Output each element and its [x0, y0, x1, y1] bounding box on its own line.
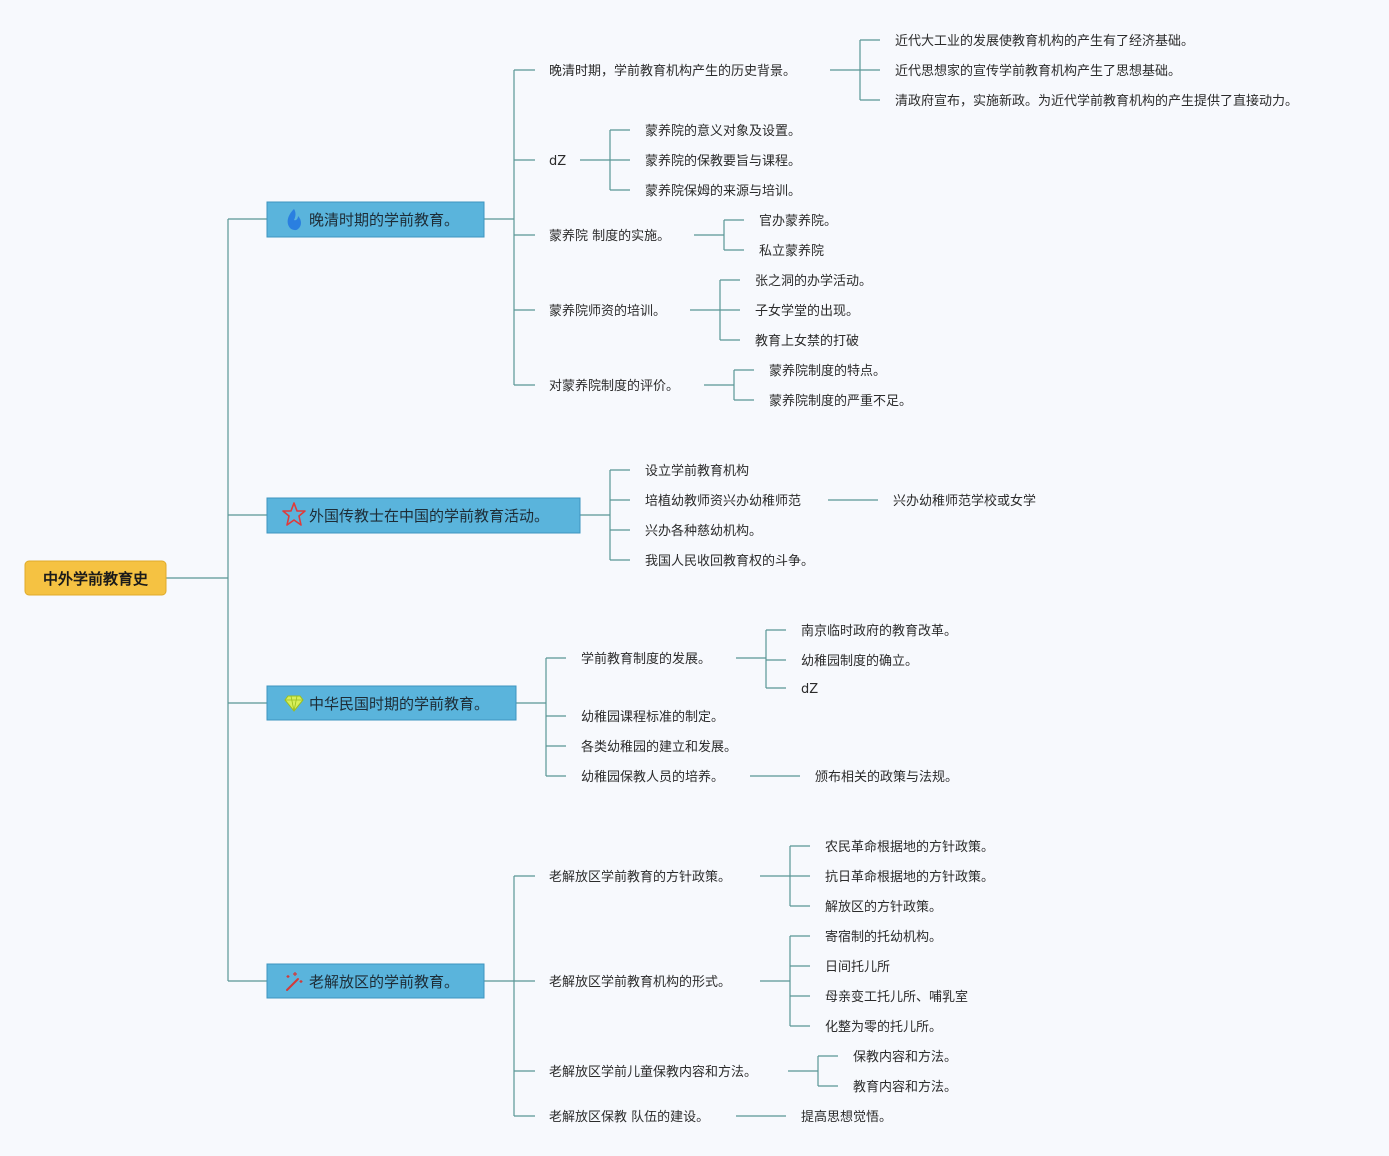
leaf-label[interactable]: 蒙养院保姆的来源与培训。 [645, 183, 801, 199]
leaf-label[interactable]: dZ [801, 682, 818, 697]
leaf-label[interactable]: 保教内容和方法。 [853, 1049, 957, 1065]
leaf-label[interactable]: 南京临时政府的教育改革。 [801, 623, 957, 639]
subtopic-group-republic: 学前教育制度的发展。 南京临时政府的教育改革。 幼稚园制度的确立。 dZ 幼稚园… [581, 623, 958, 785]
branch-node-liberated-areas[interactable]: 老解放区的学前教育。 [266, 963, 485, 999]
branch-node-republic[interactable]: 中华民国时期的学前教育。 [266, 685, 517, 721]
branch-node-missionaries[interactable]: 外国传教士在中国的学前教育活动。 [266, 497, 581, 534]
leaf-label[interactable]: 清政府宣布，实施新政。为近代学前教育机构的产生提供了直接动力。 [895, 93, 1298, 109]
root-label: 中外学前教育史 [43, 570, 149, 588]
branch-label: 中华民国时期的学前教育。 [309, 695, 489, 713]
connector-lines [166, 39, 880, 1117]
flame-icon [287, 209, 301, 231]
magic-wand-icon [286, 972, 303, 991]
leaf-label[interactable]: 张之洞的办学活动。 [755, 273, 872, 289]
branch-label: 老解放区的学前教育。 [309, 973, 459, 991]
subtopic-label[interactable]: 老解放区学前教育机构的形式。 [549, 974, 731, 990]
subtopic-label[interactable]: dZ [549, 154, 566, 169]
subtopic-label[interactable]: 老解放区保教 队伍的建设。 [549, 1109, 709, 1125]
subtopic-label[interactable]: 蒙养院师资的培训。 [549, 303, 666, 319]
leaf-label[interactable]: 提高思想觉悟。 [801, 1109, 892, 1125]
subtopic-label[interactable]: 幼稚园保教人员的培养。 [581, 769, 724, 785]
subtopic-label[interactable]: 设立学前教育机构 [645, 463, 749, 479]
leaf-label[interactable]: 近代思想家的宣传学前教育机构产生了思想基础。 [895, 63, 1181, 79]
leaf-label[interactable]: 蒙养院制度的特点。 [769, 363, 886, 379]
leaf-label[interactable]: 幼稚园制度的确立。 [801, 653, 918, 669]
leaf-label[interactable]: 教育上女禁的打破 [755, 333, 859, 349]
leaf-label[interactable]: 化整为零的托儿所。 [825, 1019, 942, 1035]
diamond-icon [284, 695, 304, 712]
leaf-label[interactable]: 兴办幼稚师范学校或女学 [893, 493, 1036, 509]
leaf-label[interactable]: 子女学堂的出现。 [755, 303, 859, 319]
leaf-label[interactable]: 寄宿制的托幼机构。 [825, 929, 942, 945]
leaf-label[interactable]: 官办蒙养院。 [759, 213, 837, 229]
subtopic-label[interactable]: 晚清时期，学前教育机构产生的历史背景。 [549, 63, 796, 79]
subtopic-group-liberated-areas: 老解放区学前教育的方针政策。 农民革命根据地的方针政策。 抗日革命根据地的方针政… [549, 839, 994, 1125]
subtopic-label[interactable]: 蒙养院 制度的实施。 [549, 228, 670, 244]
leaf-label[interactable]: 颁布相关的政策与法规。 [815, 769, 958, 785]
branch-label: 晚清时期的学前教育。 [309, 211, 459, 229]
leaf-label[interactable]: 母亲变工托儿所、哺乳室 [825, 989, 968, 1005]
subtopic-label[interactable]: 幼稚园课程标准的制定。 [581, 709, 724, 725]
subtopic-label[interactable]: 我国人民收回教育权的斗争。 [645, 553, 814, 569]
leaf-label[interactable]: 农民革命根据地的方针政策。 [825, 839, 994, 855]
subtopic-group-missionaries: 设立学前教育机构 培植幼教师资兴办幼稚师范 兴办幼稚师范学校或女学 兴办各种慈幼… [645, 463, 1036, 569]
star-icon [282, 502, 306, 526]
leaf-label[interactable]: 蒙养院的意义对象及设置。 [645, 123, 801, 139]
subtopic-label[interactable]: 老解放区学前儿童保教内容和方法。 [549, 1064, 757, 1080]
leaf-label[interactable]: 私立蒙养院 [759, 243, 824, 259]
leaf-label[interactable]: 抗日革命根据地的方针政策。 [825, 869, 994, 885]
leaf-label[interactable]: 蒙养院制度的严重不足。 [769, 393, 912, 409]
leaf-label[interactable]: 教育内容和方法。 [853, 1079, 957, 1095]
leaf-label[interactable]: 日间托儿所 [825, 960, 890, 975]
root-node[interactable]: 中外学前教育史 [24, 560, 167, 596]
subtopic-label[interactable]: 学前教育制度的发展。 [581, 651, 711, 667]
branch-node-late-qing[interactable]: 晚清时期的学前教育。 [266, 201, 485, 238]
subtopic-label[interactable]: 兴办各种慈幼机构。 [645, 523, 762, 539]
subtopic-label[interactable]: 老解放区学前教育的方针政策。 [549, 869, 731, 885]
leaf-label[interactable]: 近代大工业的发展使教育机构的产生有了经济基础。 [895, 33, 1194, 49]
leaf-label[interactable]: 解放区的方针政策。 [825, 899, 942, 915]
subtopic-label[interactable]: 对蒙养院制度的评价。 [549, 378, 679, 394]
subtopic-label[interactable]: 各类幼稚园的建立和发展。 [581, 739, 737, 755]
branch-label: 外国传教士在中国的学前教育活动。 [309, 507, 549, 525]
leaf-label[interactable]: 蒙养院的保教要旨与课程。 [645, 153, 801, 169]
subtopic-label[interactable]: 培植幼教师资兴办幼稚师范 [645, 493, 801, 509]
subtopic-group-late-qing: 晚清时期，学前教育机构产生的历史背景。 近代大工业的发展使教育机构的产生有了经济… [549, 33, 1298, 409]
